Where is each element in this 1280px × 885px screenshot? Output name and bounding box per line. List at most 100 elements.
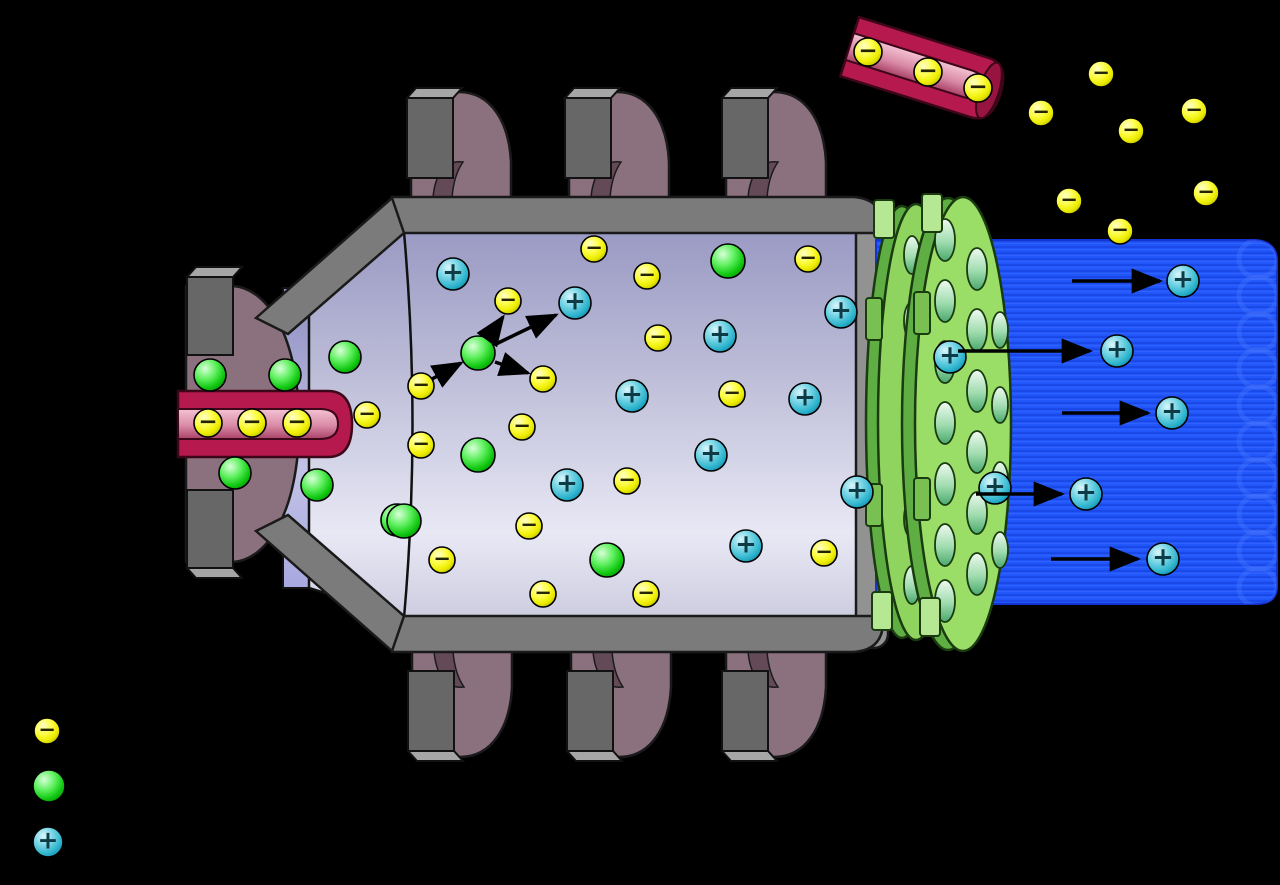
bottom-magnet-rings [405,649,828,762]
electron-sphere [718,380,746,408]
ion-sphere [615,379,649,413]
electron-particle: − [613,467,641,495]
electron-sphere [613,467,641,495]
electron-particle: − [515,512,543,540]
ion-symbol: + [709,320,731,350]
electron-particle: − [963,73,993,103]
electron-particle: − [282,408,312,438]
grid-hole [934,279,956,323]
electron-sphere [237,408,267,438]
ion-particle: + [558,286,592,320]
electron-sphere [580,235,608,263]
electron-symbol: − [858,38,877,64]
atom-sphere [193,358,227,392]
ion-symbol: + [1172,265,1194,295]
atom-particle [328,340,362,374]
ion-sphere [32,826,64,858]
magnet-pole-block [407,670,455,752]
ion-symbol: + [700,439,722,469]
electron-particle: − [794,245,822,273]
electron-symbol: − [815,539,833,563]
magnet-ring [405,649,514,762]
top-magnet-rings [404,87,828,200]
ion-symbol: + [1075,478,1097,508]
electron-sphere [1117,117,1145,145]
grid-hole [966,430,988,474]
electron-sphere [810,539,838,567]
inlet-magnet-block-top-face [184,266,245,278]
atom-particle [460,335,496,371]
magnet-pole-block [564,97,612,179]
electron-particle: − [353,401,381,429]
atom-particle [589,542,625,578]
beam-fringe-arc [1236,420,1277,463]
electron-symbol: − [1111,217,1129,241]
ion-sphere [729,529,763,563]
electron-sphere [529,580,557,608]
electron-symbol: − [799,245,817,269]
chamber-ions: ++++++++++ [436,257,874,563]
ion-particle: + [703,319,737,353]
ion-particle: + [933,340,967,374]
grid-standoff [873,199,895,239]
magnet-ring [719,649,828,762]
beam-fringe-arc [1236,347,1277,390]
electron-sphere [407,431,435,459]
legend: −+ [32,717,66,858]
electron-symbol: − [38,717,56,741]
ion-symbol: + [1106,335,1128,365]
ion-sphere [788,382,822,416]
electron-symbol: − [1197,179,1215,203]
electron-particle: − [644,324,672,352]
ion-sphere [1155,396,1189,430]
ion-particle: + [824,295,858,329]
electron-sphere [1192,179,1220,207]
electron-symbol: − [513,413,531,437]
ion-sphere [1069,477,1103,511]
grid-standoff [871,591,893,631]
ion-sphere [550,468,584,502]
atom-particle [460,437,496,473]
atom-sphere [268,358,302,392]
atom-sphere [218,456,252,490]
chamber-shell-bottom [390,614,885,654]
accelerator-grid [900,193,1013,653]
ion-sphere [1166,264,1200,298]
electron-sphere [1027,99,1055,127]
ion-sphere [703,319,737,353]
ion-symbol: + [621,380,643,410]
accelerator-grid-face [913,195,1013,653]
ion-beam-fringe [1236,240,1277,604]
ionization-arrow [476,314,505,348]
ion-particle: + [1146,542,1180,576]
ion-particle: + [1155,396,1189,430]
inlet-tube-electrons: −−− [193,408,312,438]
magnet-pole-block [721,670,769,752]
ion-symbol: + [984,472,1006,502]
electron-symbol: − [287,409,306,435]
grid-hole [991,386,1009,424]
electron-symbol: − [412,431,430,455]
ion-symbol: + [830,296,852,326]
grid-standoff [865,297,883,341]
magnet-ring [564,649,673,762]
electron-sphere [282,408,312,438]
chamber-shell-slant-top [253,195,406,336]
ion-sphere [694,438,728,472]
grid-hole [934,523,956,567]
electron-particle: − [529,580,557,608]
electron-sphere [644,324,672,352]
ion-sphere [824,295,858,329]
ion-symbol: + [564,287,586,317]
ion-symbol: + [38,825,59,854]
beam-ions: + + + + + [1069,264,1200,576]
chamber-shell-slant-bottom [253,513,406,654]
ion-sphere [840,475,874,509]
electron-sphere [353,401,381,429]
particles-layer: −−−−−−−−−−−−−−−−−−−−−−−−−−−−−−++++++++++… [193,37,1220,608]
ion-symbol: + [794,383,816,413]
inlet-magnet-block-bottom-face [184,567,245,579]
electron-particle: − [407,372,435,400]
